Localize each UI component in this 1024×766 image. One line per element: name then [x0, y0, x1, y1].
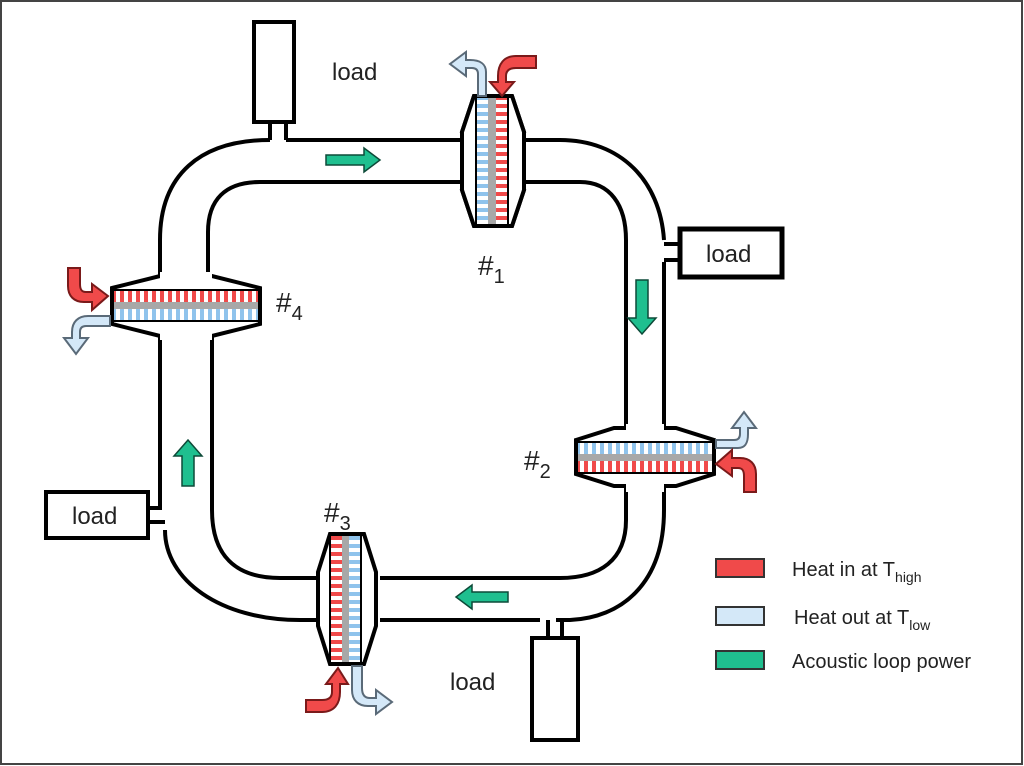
load-bottom-label: load: [450, 669, 495, 696]
legend-item-heat-out: Heat out at Tlow: [715, 606, 931, 633]
svg-text:Acoustic loop power: Acoustic loop power: [792, 651, 971, 673]
legend-swatch-heat-out: [715, 606, 765, 626]
regenerator: [578, 454, 712, 461]
legend: Heat in at Thigh Heat out at Tlow Acoust…: [715, 558, 971, 673]
loop-pipe: [158, 138, 666, 622]
heat-in-arrow-4: [67, 267, 110, 313]
legend-item-heat-in: Heat in at Thigh: [715, 558, 922, 585]
svg-text:Heat out at Tlow: Heat out at Tlow: [794, 607, 931, 633]
legend-swatch-heat-in: [715, 558, 765, 578]
load-bottom: load: [450, 620, 580, 742]
pipe-inner: [206, 180, 470, 280]
hot-heat-exchanger: [114, 290, 258, 302]
cold-heat-exchanger: [114, 309, 258, 321]
acoustic-arrow-right: [325, 146, 382, 174]
heat-in-arrow-2: [714, 447, 757, 493]
load-right-label: load: [706, 241, 751, 268]
acoustic-arrow-left: [454, 583, 509, 611]
stage-4-label: #4: [276, 287, 303, 325]
load-left-label: load: [72, 503, 117, 530]
cold-heat-exchanger: [578, 442, 712, 454]
pipe-outer-top: [158, 138, 271, 280]
stage-2-label: #2: [524, 445, 551, 483]
cold-heat-exchanger: [349, 536, 361, 662]
svg-text:Heat in at Thigh: Heat in at Thigh: [792, 559, 922, 585]
load-top-label: load: [332, 59, 377, 86]
regenerator: [342, 536, 349, 662]
load-left: load: [44, 490, 165, 540]
hot-heat-exchanger: [578, 461, 712, 473]
regenerator: [114, 302, 258, 309]
heat-out-arrow-2: [715, 410, 758, 449]
stage-3-label: #3: [324, 497, 351, 535]
heat-in-arrow-3: [305, 666, 350, 713]
stage-3: [316, 532, 378, 666]
heat-out-arrow-4: [62, 315, 111, 356]
heat-out-arrow-1: [448, 50, 487, 97]
stage-4: [110, 272, 262, 340]
legend-item-acoustic-power: Acoustic loop power: [715, 650, 971, 673]
heat-out-arrow-3: [351, 665, 394, 716]
acoustic-arrow-down: [626, 279, 658, 336]
legend-swatch-acoustic-power: [715, 650, 765, 670]
hot-heat-exchanger: [330, 536, 342, 662]
cold-heat-exchanger: [476, 98, 488, 224]
heat-in-arrow-1: [487, 55, 537, 98]
acoustic-arrow-up: [172, 438, 204, 487]
stage-1-label: #1: [478, 250, 505, 288]
load-top: load: [252, 20, 377, 140]
stage-1: [459, 94, 527, 228]
load-right: load: [664, 226, 785, 280]
regenerator: [488, 98, 496, 224]
hot-heat-exchanger: [496, 98, 508, 224]
stage-2: [574, 424, 716, 492]
acoustic-arrows: [172, 146, 658, 611]
